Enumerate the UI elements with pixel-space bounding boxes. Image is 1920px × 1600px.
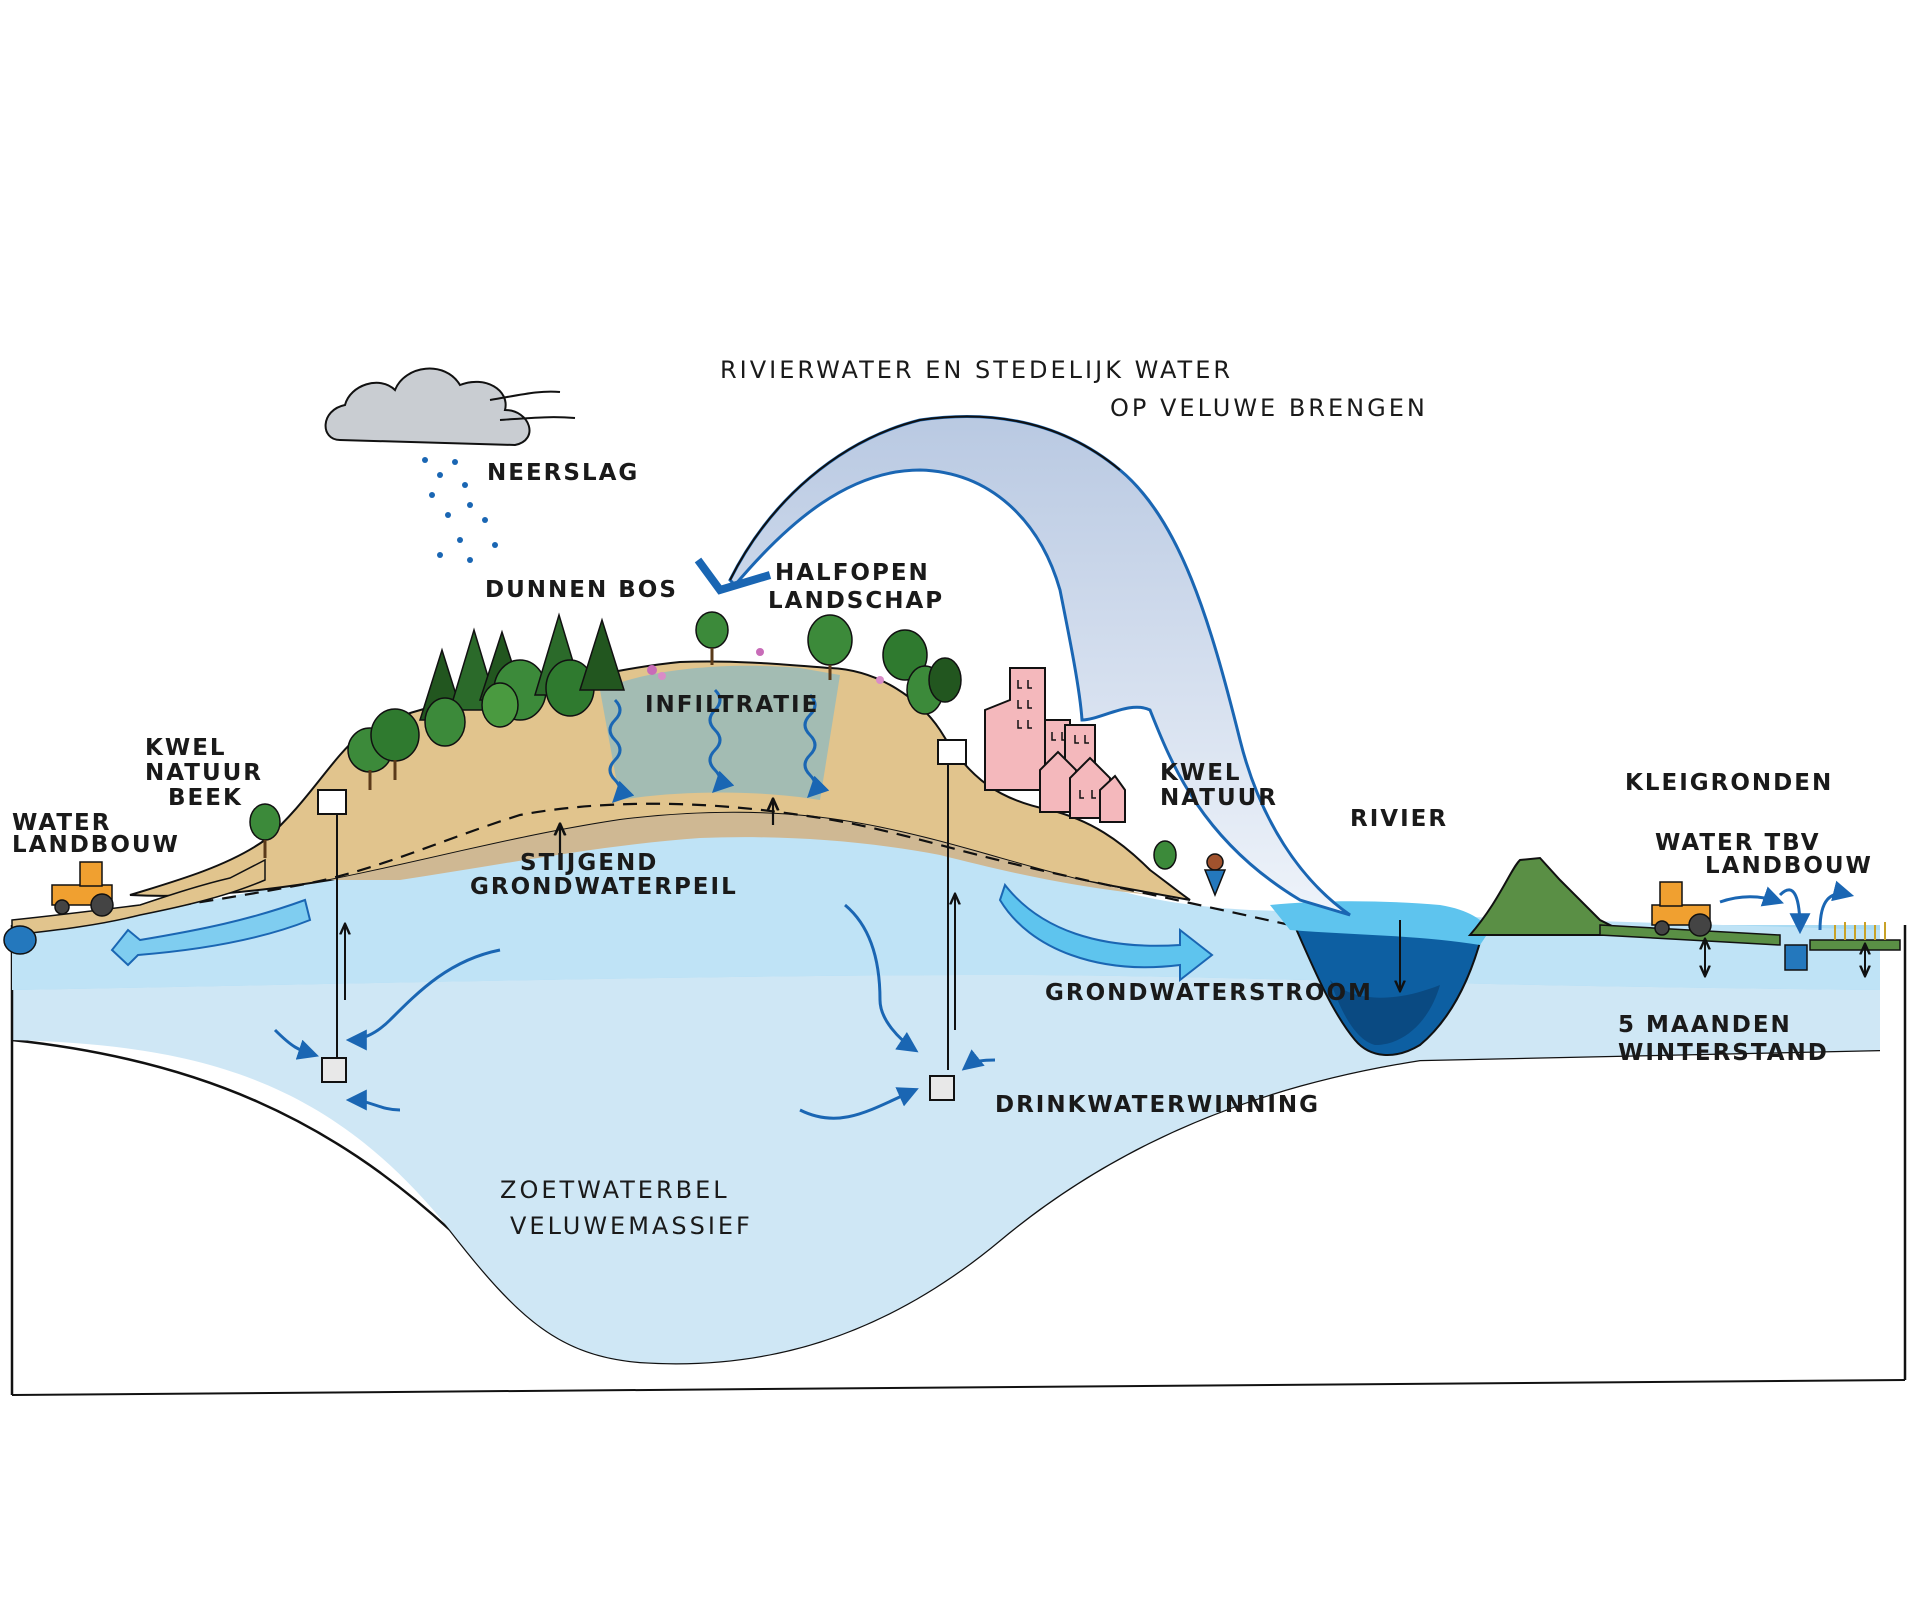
arc-arrowhead — [694, 557, 772, 595]
title-line2: OP VELUWE BRENGEN — [1110, 394, 1428, 422]
label-drinkwaterwinning: DRINKWATERWINNING — [995, 1092, 1320, 1118]
well-right — [929, 739, 967, 1101]
label-rivier: RIVIER — [1350, 806, 1448, 832]
label-veluwemassief: VELUWEMASSIEF — [510, 1212, 753, 1240]
well-left — [317, 789, 346, 1083]
sand-underlayer — [330, 812, 1150, 895]
label-stijgend-1: STIJGEND — [520, 850, 658, 876]
rain-drops — [422, 457, 498, 563]
label-halfopen-2: LANDSCHAP — [768, 588, 944, 614]
label-kwel-left-1: KWEL — [145, 735, 227, 761]
label-winterstand: WINTERSTAND — [1618, 1040, 1829, 1066]
label-zoetwaterbel: ZOETWATERBEL — [500, 1176, 730, 1204]
right-groundwater-arrow — [998, 882, 1214, 983]
ditch — [1784, 944, 1808, 971]
halfopen-trees — [695, 611, 962, 715]
arc-outline-inner — [729, 415, 1121, 581]
label-beek: BEEK — [168, 785, 243, 811]
infiltration-zone — [600, 665, 840, 800]
label-stijgend-2: GRONDWATERPEIL — [470, 874, 738, 900]
title-line1: RIVIERWATER EN STEDELIJK WATER — [720, 356, 1233, 384]
label-water-tbv-2: LANDBOUW — [1705, 853, 1873, 879]
left-groundwater-arrow — [110, 898, 312, 967]
label-kwel-left-2: NATUUR — [145, 760, 263, 786]
irrigation-arrows — [1719, 880, 1855, 935]
rising-groundwater-arrows — [560, 800, 773, 855]
right-tractor — [1651, 881, 1712, 937]
clay-field — [1599, 924, 1781, 946]
left-kwel-tree — [249, 803, 281, 858]
heather-flowers — [647, 648, 884, 684]
label-grondwaterstroom: GRONDWATERSTROOM — [1045, 980, 1373, 1006]
right-kwel-figures — [1153, 840, 1227, 898]
river-deep — [1330, 980, 1440, 1045]
dike — [1467, 856, 1631, 936]
lens-top-fill — [12, 925, 1880, 1364]
forest-trees — [347, 612, 626, 790]
label-kwel-right-2: NATUUR — [1160, 785, 1278, 811]
label-water-tbv-1: WATER TBV — [1655, 830, 1821, 856]
label-water-landbouw-1: WATER — [12, 810, 111, 836]
diagram-bottom-border — [11, 1379, 1906, 1396]
beek-water — [3, 925, 37, 955]
label-halfopen-1: HALFOPEN — [775, 560, 930, 586]
clay-field-right — [1809, 939, 1901, 951]
river-surface — [1270, 901, 1490, 945]
label-dunnen-bos: DUNNEN BOS — [485, 577, 678, 603]
label-neerslag: NEERSLAG — [487, 460, 639, 486]
winter-level-arrows — [1705, 940, 1865, 975]
left-tractor — [51, 861, 114, 917]
label-kwel-right-1: KWEL — [1160, 760, 1242, 786]
water-transfer-arc — [728, 415, 1351, 917]
crops — [1834, 922, 1886, 940]
label-water-landbouw-2: LANDBOUW — [12, 832, 180, 858]
label-5-maanden: 5 MAANDEN — [1618, 1012, 1792, 1038]
infiltration-arrows — [608, 688, 830, 803]
building-windows — [1017, 680, 1096, 799]
groundwater-flow-arrows — [273, 903, 996, 1120]
label-kleigronden: KLEIGRONDEN — [1625, 770, 1833, 796]
label-infiltratie: INFILTRATIE — [645, 692, 819, 718]
groundwater-level-line — [39, 802, 1291, 927]
rain-cloud — [324, 367, 576, 447]
